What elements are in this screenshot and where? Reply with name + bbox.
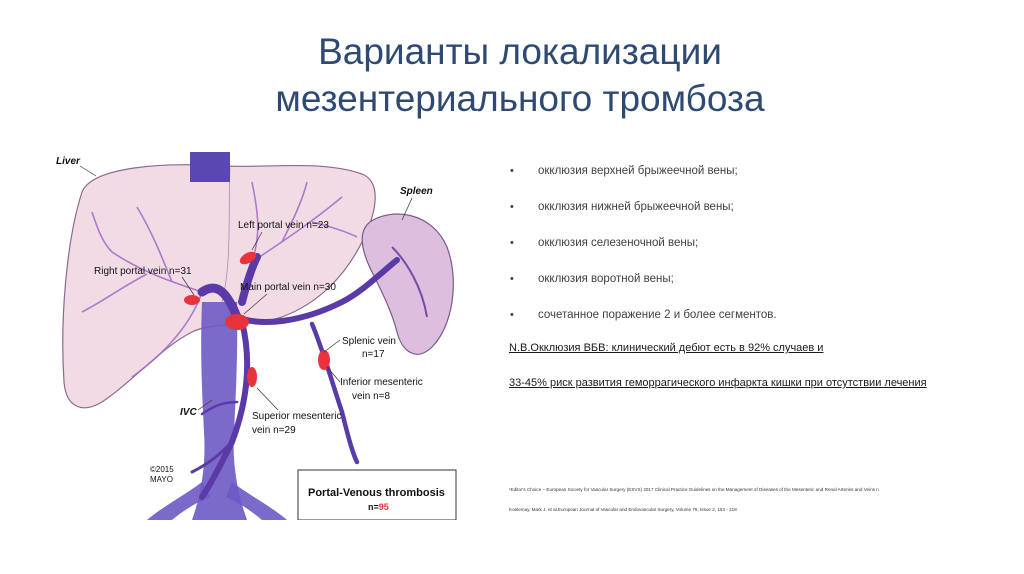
label-superior-mesenteric-2: vein n=29 [252, 425, 296, 436]
list-item-text: сочетанное поражение 2 и более сегментов… [538, 309, 777, 321]
list-item: • окклюзия верхней брыжеечной вены; [508, 161, 988, 197]
spleen-shape [361, 213, 454, 355]
thrombus-right-portal [184, 295, 200, 305]
anatomy-svg: Liver Spleen Left portal vein n=23 Right… [52, 152, 462, 520]
info-box-n-prefix: n= [368, 502, 379, 512]
portal-venous-illustration: Liver Spleen Left portal vein n=23 Right… [52, 152, 462, 520]
list-item: • окклюзия селезеночной вены; [508, 233, 988, 269]
thrombus-left-portal [239, 251, 257, 265]
label-right-portal-vein: Right portal vein n=31 [94, 266, 192, 277]
svg-text:n=95: n=95 [368, 502, 389, 512]
label-ivc: IVC [180, 407, 197, 418]
list-item-text: окклюзия селезеночной вены; [538, 237, 699, 249]
title-line-2: мезентериального тромбоза [275, 78, 765, 119]
bullet-icon: • [510, 309, 514, 321]
label-left-portal-vein: Left portal vein n=23 [238, 220, 329, 231]
list-item: • сочетанное поражение 2 и более сегменто… [508, 305, 988, 341]
label-superior-mesenteric-1: Superior mesenteric [252, 411, 341, 422]
thrombus-main-portal [225, 314, 249, 330]
bullet-icon: • [510, 237, 514, 249]
list-item-text: окклюзия верхней брыжеечной вены; [538, 165, 738, 177]
thrombus-splenic [318, 350, 330, 370]
thrombus-markers [184, 251, 330, 387]
list-item-text: окклюзия воротной вены; [538, 273, 674, 285]
label-inferior-mesenteric-2: vein n=8 [352, 391, 391, 402]
list-item: • окклюзия нижней брыжеечной вены; [508, 197, 988, 233]
list-item: • окклюзия воротной вены; [508, 269, 988, 305]
label-inferior-mesenteric-1: Inferior mesenteric [340, 377, 423, 388]
title-line-1: Варианты локализации [318, 31, 722, 72]
label-spleen: Spleen [400, 186, 433, 197]
leader-lines [79, 165, 413, 411]
nb-note-line-2: 33-45% риск развития геморрагического ин… [509, 377, 927, 389]
info-box-n-value: 95 [379, 502, 389, 512]
label-splenic-vein-1: Splenic vein [342, 336, 396, 347]
footnote-reference-2: Koelemay, Mark J. et al.European Journal… [509, 507, 737, 512]
info-box-title: Portal-Venous thrombosis [308, 487, 445, 499]
footnote-reference-1: ¹Editor's Choice – European Society for … [509, 487, 879, 492]
slide-title: Варианты локализации мезентериального тр… [150, 28, 890, 122]
thrombosis-info-box: Portal-Venous thrombosis n=95 [297, 469, 457, 520]
bullet-icon: • [510, 273, 514, 285]
label-copyright-mayo: MAYO [150, 475, 173, 484]
label-liver: Liver [56, 156, 81, 167]
thrombus-superior-mesenteric [247, 367, 257, 387]
bullet-icon: • [510, 165, 514, 177]
nb-note-line-1: N.B.Окклюзия ВБВ: клинический дебют есть… [509, 342, 824, 354]
label-main-portal-vein: Main portal vein n=30 [240, 282, 336, 293]
list-item-text: окклюзия нижней брыжеечной вены; [538, 201, 734, 213]
label-copyright-year: ©2015 [150, 465, 174, 474]
portal-veins [190, 253, 400, 500]
label-splenic-vein-2: n=17 [362, 349, 385, 360]
bullet-icon: • [510, 201, 514, 213]
bullet-list: • окклюзия верхней брыжеечной вены; • оккл… [508, 161, 988, 341]
